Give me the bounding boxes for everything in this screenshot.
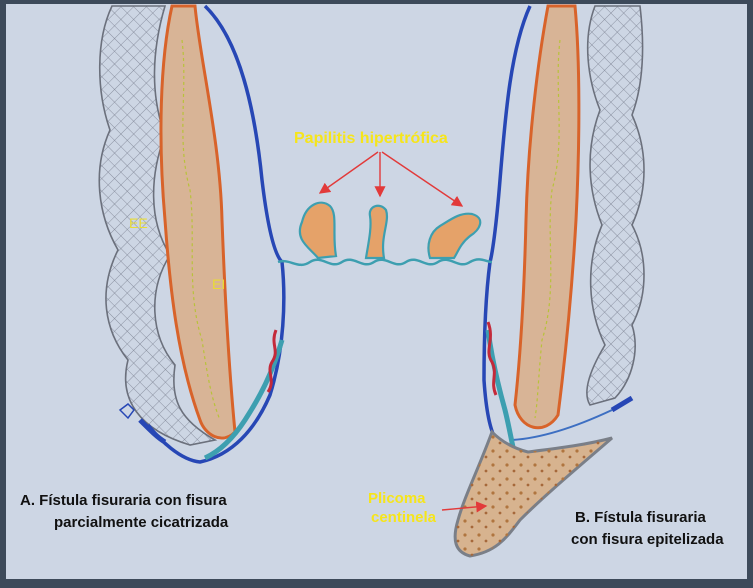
label-papilitis: Papilitis hipertrófica — [294, 130, 448, 148]
label-external-sphincter: EE — [129, 215, 148, 231]
caption-a-line1: A. Fístula fisuraria con fisura — [20, 492, 227, 509]
caption-b-line1: B. Fístula fisuraria — [575, 509, 706, 526]
caption-a-line2: parcialmente cicatrizada — [54, 514, 228, 531]
label-plicoma-line2: centinela — [371, 509, 436, 526]
papilla-center — [366, 206, 387, 258]
label-plicoma-line1: Plicoma — [368, 490, 426, 507]
caption-b-line2: con fisura epitelizada — [571, 531, 724, 548]
label-internal-sphincter: EI — [212, 276, 225, 292]
